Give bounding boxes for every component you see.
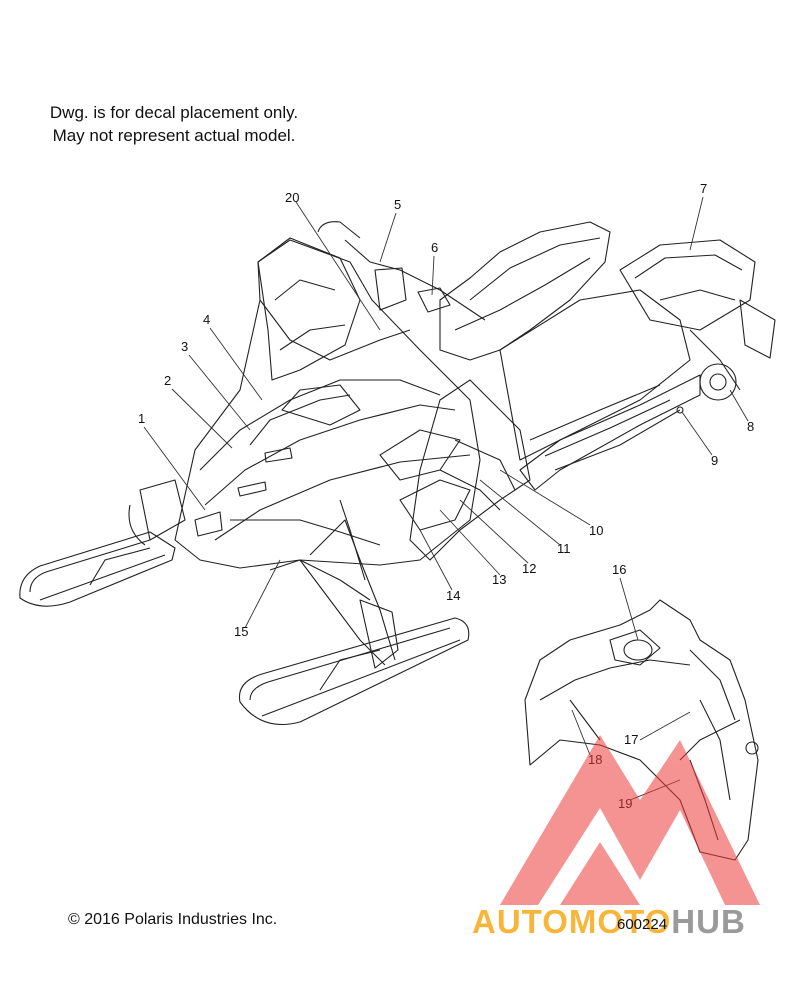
seat [439,221,611,361]
left-ski [19,531,176,607]
watermark-logo [500,735,760,905]
tunnel [499,289,701,491]
drawing-note: Dwg. is for decal placement only. May no… [36,101,312,147]
callout-3: 3 [181,339,188,354]
callout-1: 1 [138,411,145,426]
callout-4: 4 [203,312,210,327]
note-line-2: May not represent actual model. [52,126,296,145]
side-panel [409,379,531,561]
callout-14: 14 [446,588,460,603]
right-ski [238,617,470,726]
copyright-text: © 2016 Polaris Industries Inc. [68,911,278,928]
brand-part-auto: AUTOMOTO [472,903,672,940]
callout-9: 9 [711,453,718,468]
rear-idler-wheel [676,363,737,414]
callout-2: 2 [164,373,171,388]
callout-17: 17 [624,732,638,747]
callout-16: 16 [612,562,626,577]
brand-part-hub: HUB [671,903,746,940]
callout-leaders [143,196,749,801]
callout-20: 20 [285,190,299,205]
handlebar [317,221,486,321]
callout-11: 11 [557,541,571,556]
hood-and-nose [174,239,481,569]
rear-bumper [619,239,776,391]
callout-8: 8 [747,419,754,434]
callout-15: 15 [234,624,248,639]
note-line-1: Dwg. is for decal placement only. [49,103,299,122]
watermark-brand: AUTOMOTOHUB [472,903,746,941]
callout-10: 10 [589,523,603,538]
callout-labels: 1 2 3 4 5 6 7 8 9 10 11 12 13 14 15 16 1… [138,181,754,811]
callout-13: 13 [492,572,506,587]
drawing-number: 600224 [617,916,668,933]
callout-5: 5 [394,197,401,212]
windshield [257,237,361,381]
callout-12: 12 [522,561,536,576]
callout-6: 6 [431,240,438,255]
callout-7: 7 [700,181,707,196]
